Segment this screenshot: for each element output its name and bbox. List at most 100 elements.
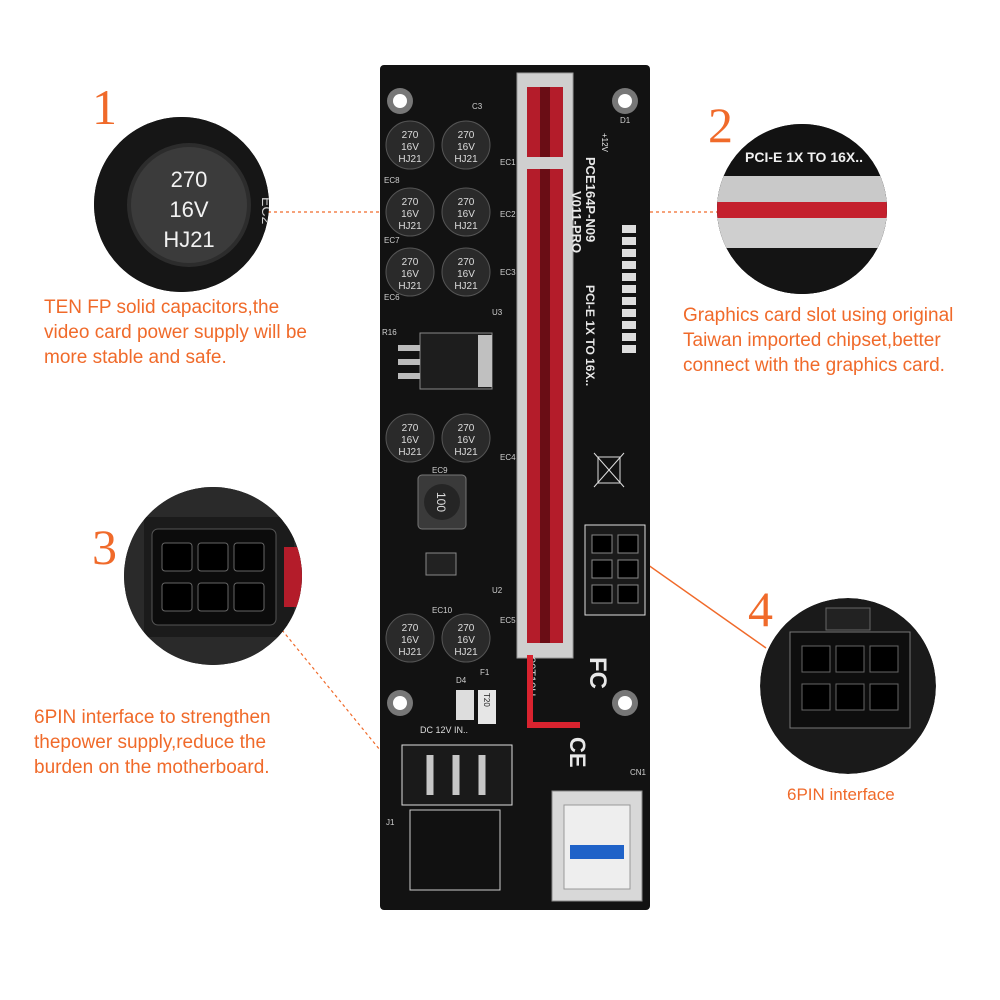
svg-text:U2: U2 [492, 586, 503, 595]
svg-text:270: 270 [402, 197, 419, 208]
svg-text:16V: 16V [457, 269, 475, 280]
svg-text:HJ21: HJ21 [398, 281, 422, 292]
svg-text:16V: 16V [401, 269, 419, 280]
svg-text:HJ21: HJ21 [454, 221, 478, 232]
svg-text:HJ21: HJ21 [398, 221, 422, 232]
svg-text:16V: 16V [401, 635, 419, 646]
svg-text:270: 270 [458, 423, 475, 434]
svg-text:V011-PRO: V011-PRO [569, 191, 584, 253]
svg-text:EC9: EC9 [432, 466, 448, 475]
svg-text:HJ21: HJ21 [398, 447, 422, 458]
svg-text:270: 270 [402, 623, 419, 634]
svg-text:16V: 16V [401, 435, 419, 446]
svg-text:T20: T20 [482, 693, 491, 707]
zoom-6pin-cable [124, 487, 302, 665]
weee-icon [593, 452, 625, 488]
svg-text:100: 100 [434, 492, 448, 512]
svg-text:EC6: EC6 [384, 293, 400, 302]
board-6pin-socket [584, 524, 646, 616]
svg-text:HJ21: HJ21 [163, 227, 214, 252]
voltage-regulator [398, 332, 493, 390]
svg-text:EC3: EC3 [500, 268, 516, 277]
callout-caption-4: 6PIN interface [787, 785, 895, 804]
svg-text:EC4: EC4 [500, 453, 516, 462]
callout-number-2: 2 [708, 97, 733, 153]
svg-text:16V: 16V [401, 142, 419, 153]
cert-marks: FC CE [565, 657, 611, 768]
svg-text:EC2: EC2 [259, 197, 269, 224]
svg-text:D1: D1 [620, 116, 631, 125]
svg-text:PCI-E 1X TO 16X..: PCI-E 1X TO 16X.. [583, 285, 597, 386]
zoom-capacitor: 270 16V HJ21 EC2 [94, 117, 269, 292]
svg-text:16V: 16V [457, 435, 475, 446]
zoom-slot: PCI-E 1X TO 16X.. [717, 124, 887, 294]
inductor: 100 [417, 474, 467, 530]
callout-number-1: 1 [92, 79, 117, 135]
usb3-port [551, 790, 643, 902]
svg-text:CE: CE [565, 737, 590, 768]
callout-caption-1: TEN FP solid capacitors,the video card p… [44, 297, 307, 368]
svg-text:270: 270 [458, 130, 475, 141]
svg-text:EC2: EC2 [500, 210, 516, 219]
callout-number-4: 4 [748, 581, 773, 637]
callout-caption-3: 6PIN interface to strengthen thepower su… [34, 707, 271, 778]
svg-text:270: 270 [171, 167, 208, 192]
ic-chip [425, 552, 457, 576]
svg-text:FC: FC [584, 657, 611, 689]
svg-text:F1: F1 [480, 668, 490, 677]
svg-text:16V: 16V [457, 209, 475, 220]
svg-text:EC5: EC5 [500, 616, 516, 625]
svg-text:EC8: EC8 [384, 176, 400, 185]
svg-text:16V: 16V [457, 142, 475, 153]
svg-text:HJ21: HJ21 [454, 154, 478, 165]
svg-text:PCI-E 1X TO 16X..: PCI-E 1X TO 16X.. [745, 149, 863, 165]
svg-text:EC10: EC10 [432, 606, 453, 615]
silkscreen-refs: EC1 EC2 EC3 EC4 EC5 EC10 EC8 EC7 EC6 EC9… [382, 102, 647, 827]
svg-text:16V: 16V [457, 635, 475, 646]
pad-column [622, 225, 636, 353]
power-wire [527, 655, 580, 728]
svg-text:R16: R16 [382, 328, 397, 337]
svg-text:U3: U3 [492, 308, 503, 317]
svg-text:270: 270 [458, 197, 475, 208]
svg-text:16V: 16V [401, 209, 419, 220]
svg-text:EC1: EC1 [500, 158, 516, 167]
svg-text:EC7: EC7 [384, 236, 400, 245]
dc-input-header: DC 12V IN.. [401, 725, 513, 891]
svg-text:270: 270 [402, 130, 419, 141]
svg-text:PCE164P-N09: PCE164P-N09 [583, 157, 598, 242]
diode [456, 690, 474, 720]
svg-text:D4: D4 [456, 676, 467, 685]
svg-text:HJ21: HJ21 [398, 154, 422, 165]
svg-text:270: 270 [458, 257, 475, 268]
svg-text:CN1: CN1 [630, 768, 647, 777]
callout-caption-2: Graphics card slot using original Taiwan… [683, 305, 954, 376]
svg-text:HJ21: HJ21 [454, 447, 478, 458]
svg-text:DC 12V IN..: DC 12V IN.. [420, 725, 468, 735]
svg-text:+12V: +12V [600, 133, 609, 153]
svg-text:J1: J1 [386, 818, 395, 827]
svg-text:270: 270 [402, 257, 419, 268]
svg-text:270: 270 [402, 423, 419, 434]
fuse [478, 690, 496, 724]
mounting-holes [387, 88, 638, 716]
zoom-6pin-socket [760, 598, 936, 774]
svg-text:270: 270 [458, 623, 475, 634]
svg-text:HJ21: HJ21 [454, 281, 478, 292]
svg-text:16V: 16V [169, 197, 208, 222]
svg-text:HJ21: HJ21 [454, 647, 478, 658]
pcie-x16-slot [516, 72, 574, 659]
svg-text:C3: C3 [472, 102, 483, 111]
